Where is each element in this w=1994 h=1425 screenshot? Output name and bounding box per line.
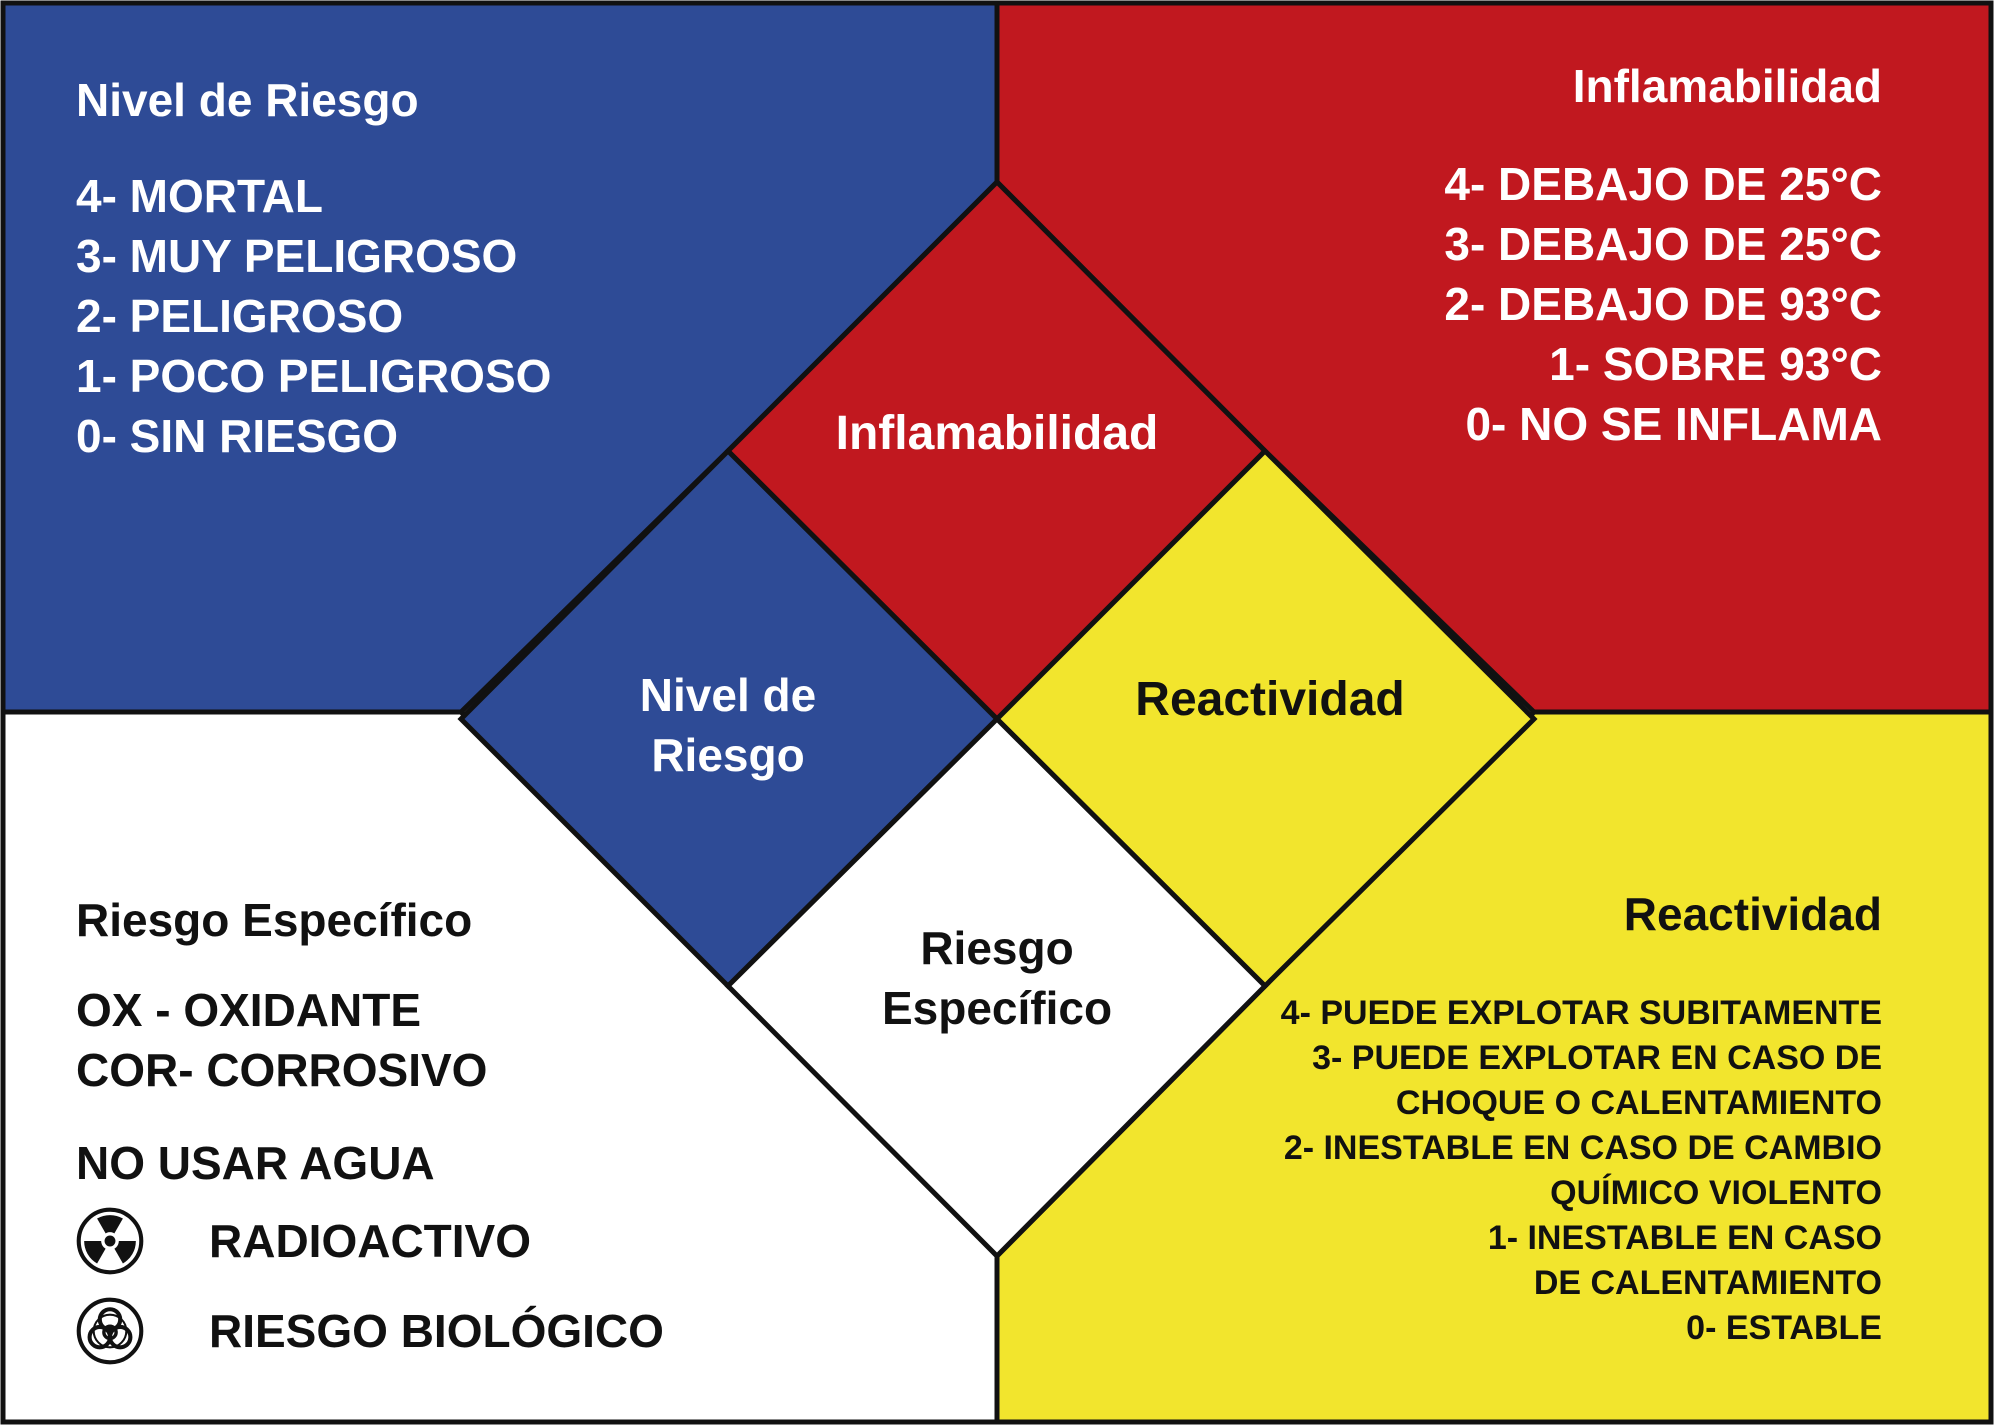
list-item: CHOQUE O CALENTAMIENTO	[1395, 1084, 1882, 1122]
list-item: QUÍMICO VIOLENTO	[1550, 1174, 1882, 1212]
biohazard-row: RIESGO BIOLÓGICO	[76, 1297, 664, 1365]
biohazard-icon	[76, 1297, 144, 1365]
list-item: 0- ESTABLE	[1686, 1309, 1882, 1347]
list-item: DE CALENTAMIENTO	[1533, 1264, 1882, 1302]
special-panel-title: Riesgo Específico	[76, 894, 473, 946]
reactivity-diamond-label: Reactividad	[1135, 673, 1405, 726]
list-item: COR- CORROSIVO	[76, 1044, 488, 1096]
reactivity-panel-title: Reactividad	[1623, 888, 1882, 940]
reactivity-panel-list: 4- PUEDE EXPLOTAR SUBITAMENTE 3- PUEDE E…	[1281, 991, 1882, 1351]
health-panel-title: Nivel de Riesgo	[76, 74, 419, 126]
special-panel-codes: OX - OXIDANTE COR- CORROSIVO	[76, 980, 487, 1100]
flammability-panel-list: 4- DEBAJO DE 25°C 3- DEBAJO DE 25°C 2- D…	[1444, 154, 1882, 454]
health-panel-list: 4- MORTAL 3- MUY PELIGROSO 2- PELIGROSO …	[76, 166, 551, 466]
list-item: 0- NO SE INFLAMA	[1465, 398, 1882, 450]
list-item: 1- INESTABLE EN CASO	[1487, 1219, 1882, 1257]
list-item: 1- POCO PELIGROSO	[76, 350, 552, 402]
list-item: 4- DEBAJO DE 25°C	[1444, 158, 1882, 210]
list-item: 3- PUEDE EXPLOTAR EN CASO DE	[1312, 1039, 1882, 1077]
list-item: OX - OXIDANTE	[76, 984, 422, 1036]
list-item: 3- DEBAJO DE 25°C	[1444, 218, 1882, 270]
radioactive-label: RADIOACTIVO	[209, 1215, 531, 1267]
list-item: 2- INESTABLE EN CASO DE CAMBIO	[1283, 1129, 1882, 1167]
list-item: 2- DEBAJO DE 93°C	[1444, 278, 1882, 330]
health-diamond-label: Nivel de Riesgo	[639, 669, 817, 781]
flammability-diamond-label: Inflamabilidad	[835, 407, 1159, 460]
radioactive-icon	[76, 1207, 144, 1275]
list-item: 3- MUY PELIGROSO	[76, 230, 518, 282]
special-diamond-label: Riesgo Específico	[881, 922, 1113, 1034]
list-item: 0- SIN RIESGO	[76, 410, 399, 462]
list-item: 4- MORTAL	[76, 170, 324, 222]
special-diamond	[724, 715, 1269, 1260]
list-item: 4- PUEDE EXPLOTAR SUBITAMENTE	[1280, 994, 1882, 1032]
list-item: 2- PELIGROSO	[76, 290, 404, 342]
no-water-label: NO USAR AGUA	[76, 1137, 435, 1189]
biohazard-label: RIESGO BIOLÓGICO	[209, 1305, 664, 1357]
radioactive-row: RADIOACTIVO	[76, 1207, 531, 1275]
list-item: 1- SOBRE 93°C	[1549, 338, 1882, 390]
flammability-panel-title: Inflamabilidad	[1572, 60, 1882, 112]
